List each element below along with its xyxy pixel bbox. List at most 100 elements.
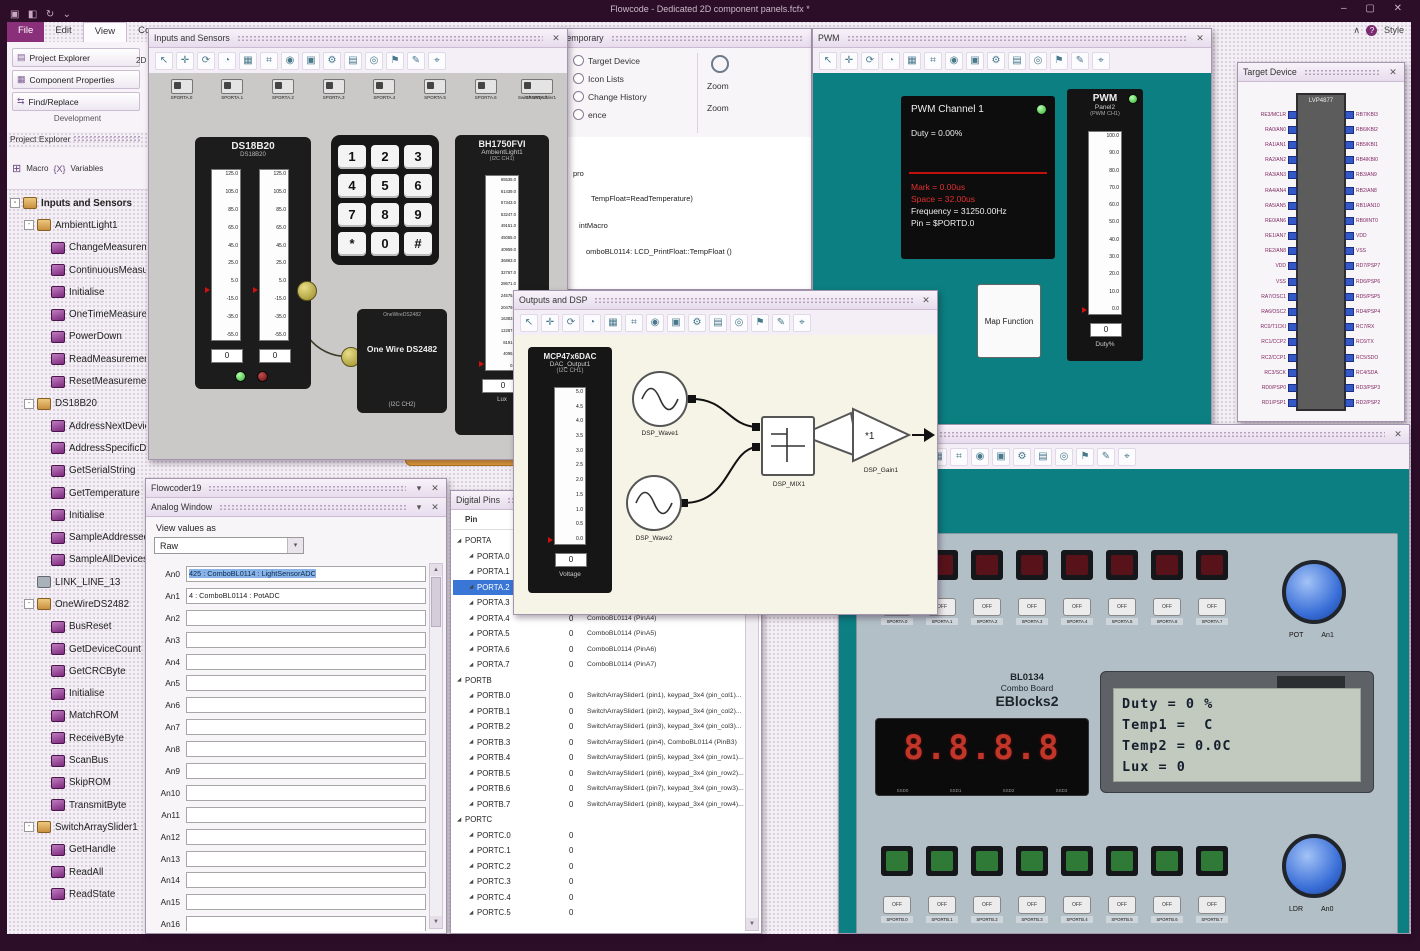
button-face[interactable]: OFF <box>1063 598 1091 616</box>
project-explorer-button[interactable]: ▤ Project Explorer <box>12 48 140 67</box>
channel-value-field[interactable] <box>186 697 426 714</box>
switch-array-icon[interactable] <box>521 79 553 94</box>
wire-node-icon[interactable] <box>297 281 317 301</box>
view-option-icon-lists[interactable]: Icon Lists <box>573 73 624 84</box>
tree-expander-icon[interactable]: - <box>24 822 34 833</box>
zoom-button-2[interactable]: Zoom <box>707 103 729 113</box>
chevron-down-icon[interactable]: ⌄ <box>62 9 72 20</box>
expander-icon[interactable]: ◢ <box>469 832 474 839</box>
toolbar-icon[interactable]: ⚑ <box>1050 51 1068 70</box>
port-button[interactable]: OFF SPORTA.7 <box>1196 598 1228 625</box>
port-switch[interactable]: SPORTA.1 <box>212 79 253 100</box>
tree-item[interactable]: - GetSerialString <box>7 460 146 482</box>
tree-item[interactable]: - Initialise <box>7 683 146 705</box>
channel-value-field[interactable] <box>186 828 426 845</box>
toolbar-icon[interactable]: ▣ <box>992 447 1010 466</box>
tree-expander-icon[interactable]: - <box>24 599 34 610</box>
variables-tool-button[interactable]: Variables <box>70 164 104 173</box>
switch-icon[interactable] <box>170 79 193 94</box>
pin-row[interactable]: ◢ PORTB.0 0 SwitchArraySlider1 (pin1), k… <box>453 688 744 704</box>
keypad-key[interactable]: 4 <box>338 173 366 198</box>
pin-row[interactable]: ◢ PORTC <box>453 812 744 828</box>
panel-2d[interactable]: SPORTA.0 SPORTA.1 SPORTA.2 SPORT <box>149 73 567 459</box>
tree-item[interactable]: - GetCRCByte <box>7 660 146 682</box>
find-replace-button[interactable]: ⇆ Find/Replace <box>12 92 140 111</box>
dsp-gain-component[interactable]: *1 <box>851 407 913 463</box>
toolbar-icon[interactable]: ⌗ <box>260 51 278 70</box>
tree-item[interactable]: - SkipROM <box>7 772 146 794</box>
button-face[interactable]: OFF <box>1198 896 1226 914</box>
channel-value-field[interactable] <box>186 653 426 670</box>
pin-row[interactable]: ◢ PORTB.6 0 SwitchArraySlider1 (pin7), k… <box>453 781 744 797</box>
close-icon[interactable]: ✕ <box>431 482 439 493</box>
tree-expander-icon[interactable]: - <box>24 398 34 409</box>
pin-row[interactable]: ◢ PORTB.1 0 SwitchArraySlider1 (pin2), k… <box>453 704 744 720</box>
tree-item[interactable]: - MatchROM <box>7 705 146 727</box>
keypad-key[interactable]: 7 <box>338 202 366 227</box>
expander-icon[interactable]: ◢ <box>469 863 474 870</box>
toolbar-icon[interactable]: ↖ <box>819 51 837 70</box>
switch-icon[interactable] <box>474 79 497 94</box>
tree-item[interactable]: - Inputs and Sensors <box>7 192 146 214</box>
expander-icon[interactable]: ◢ <box>469 661 474 668</box>
expander-icon[interactable]: ◢ <box>469 553 474 560</box>
port-button[interactable]: OFF SPORTA.6 <box>1151 598 1183 625</box>
scroll-down-icon[interactable]: ▼ <box>746 918 758 930</box>
toolbar-icon[interactable]: ◉ <box>971 447 989 466</box>
button-face[interactable]: OFF <box>1108 598 1136 616</box>
channel-value-field[interactable] <box>186 741 426 758</box>
flowchart-canvas[interactable]: pro TempFloat=ReadTemperature) intMacro … <box>557 137 811 289</box>
toolbar-icon[interactable]: ◔ <box>882 51 900 70</box>
button-face[interactable]: OFF <box>1153 896 1181 914</box>
button-face[interactable]: OFF <box>973 598 1001 616</box>
pin-row[interactable]: ◢ PORTA.7 0 ComboBL0114 (PinA7) <box>453 657 744 673</box>
pin-row[interactable]: ◢ PORTB.3 0 SwitchArraySlider1 (pin4), C… <box>453 735 744 751</box>
channel-value-field[interactable]: 425 : ComboBL0114 : LightSensorADC <box>186 565 426 582</box>
channel-value-field[interactable] <box>186 631 426 648</box>
pin-row[interactable]: ◢ PORTB.4 0 SwitchArraySlider1 (pin5), k… <box>453 750 744 766</box>
pin-row[interactable]: ◢ PORTB <box>453 673 744 689</box>
expander-icon[interactable]: ◢ <box>469 801 474 808</box>
toolbar-icon[interactable]: ⟳ <box>861 51 879 70</box>
pin-row[interactable]: ◢ PORTA.5 0 ComboBL0114 (PinA5) <box>453 626 744 642</box>
port-button[interactable]: OFF SPORTB.6 <box>1151 896 1183 923</box>
tree-item[interactable]: - OneWireDS2482 <box>7 593 146 615</box>
close-icon[interactable]: ✕ <box>1394 428 1402 439</box>
dsp-mix-component[interactable] <box>761 416 815 476</box>
tree-item[interactable]: - GetTemperature <box>7 482 146 504</box>
tree-item[interactable]: - ChangeMeasurement <box>7 237 146 259</box>
tree-item[interactable]: - SampleAddressedDevice <box>7 526 146 548</box>
tree-item[interactable]: - SwitchArraySlider1 <box>7 816 146 838</box>
pin-row[interactable]: ◢ PORTC.2 0 <box>453 859 744 875</box>
port-button[interactable]: OFF SPORTA.5 <box>1106 598 1138 625</box>
keypad-key[interactable]: 8 <box>371 202 399 227</box>
channel-value-field[interactable] <box>186 916 426 931</box>
ribbon-tab[interactable]: File <box>7 22 45 42</box>
port-button[interactable]: OFF SPORTA.3 <box>1016 598 1048 625</box>
maximize-button[interactable]: ▢ <box>1365 3 1383 14</box>
panels-2d-fragment[interactable]: 2D <box>136 56 147 65</box>
toolbar-icon[interactable]: ⌖ <box>793 313 811 332</box>
keypad-key[interactable]: 0 <box>371 231 399 256</box>
expander-icon[interactable]: ◢ <box>469 847 474 854</box>
switch-icon[interactable] <box>221 79 244 94</box>
port-switch[interactable]: SPORTA.3 <box>313 79 354 100</box>
toolbar-icon[interactable]: ⌖ <box>1092 51 1110 70</box>
toolbar-icon[interactable]: ◉ <box>945 51 963 70</box>
toolbar-icon[interactable]: ◔ <box>218 51 236 70</box>
expander-icon[interactable]: ◢ <box>469 568 474 575</box>
component-properties-button[interactable]: ▦ Component Properties <box>12 70 140 89</box>
toolbar-icon[interactable]: ⌗ <box>924 51 942 70</box>
toolbar-icon[interactable]: ⟳ <box>562 313 580 332</box>
toolbar-icon[interactable]: ✛ <box>840 51 858 70</box>
toolbar-icon[interactable]: ▤ <box>344 51 362 70</box>
port-switch[interactable]: SPORTA.5 <box>415 79 456 100</box>
toolbar-icon[interactable]: ◎ <box>1055 447 1073 466</box>
chevron-down-icon[interactable]: ▾ <box>416 501 422 512</box>
button-face[interactable]: OFF <box>1153 598 1181 616</box>
dsp-wave2-component[interactable] <box>626 475 682 531</box>
pin-row[interactable]: ◢ PORTC.5 0 <box>453 905 744 921</box>
port-switch[interactable]: SPORTA.4 <box>364 79 405 100</box>
pin-row[interactable]: ◢ PORTC.0 0 <box>453 828 744 844</box>
